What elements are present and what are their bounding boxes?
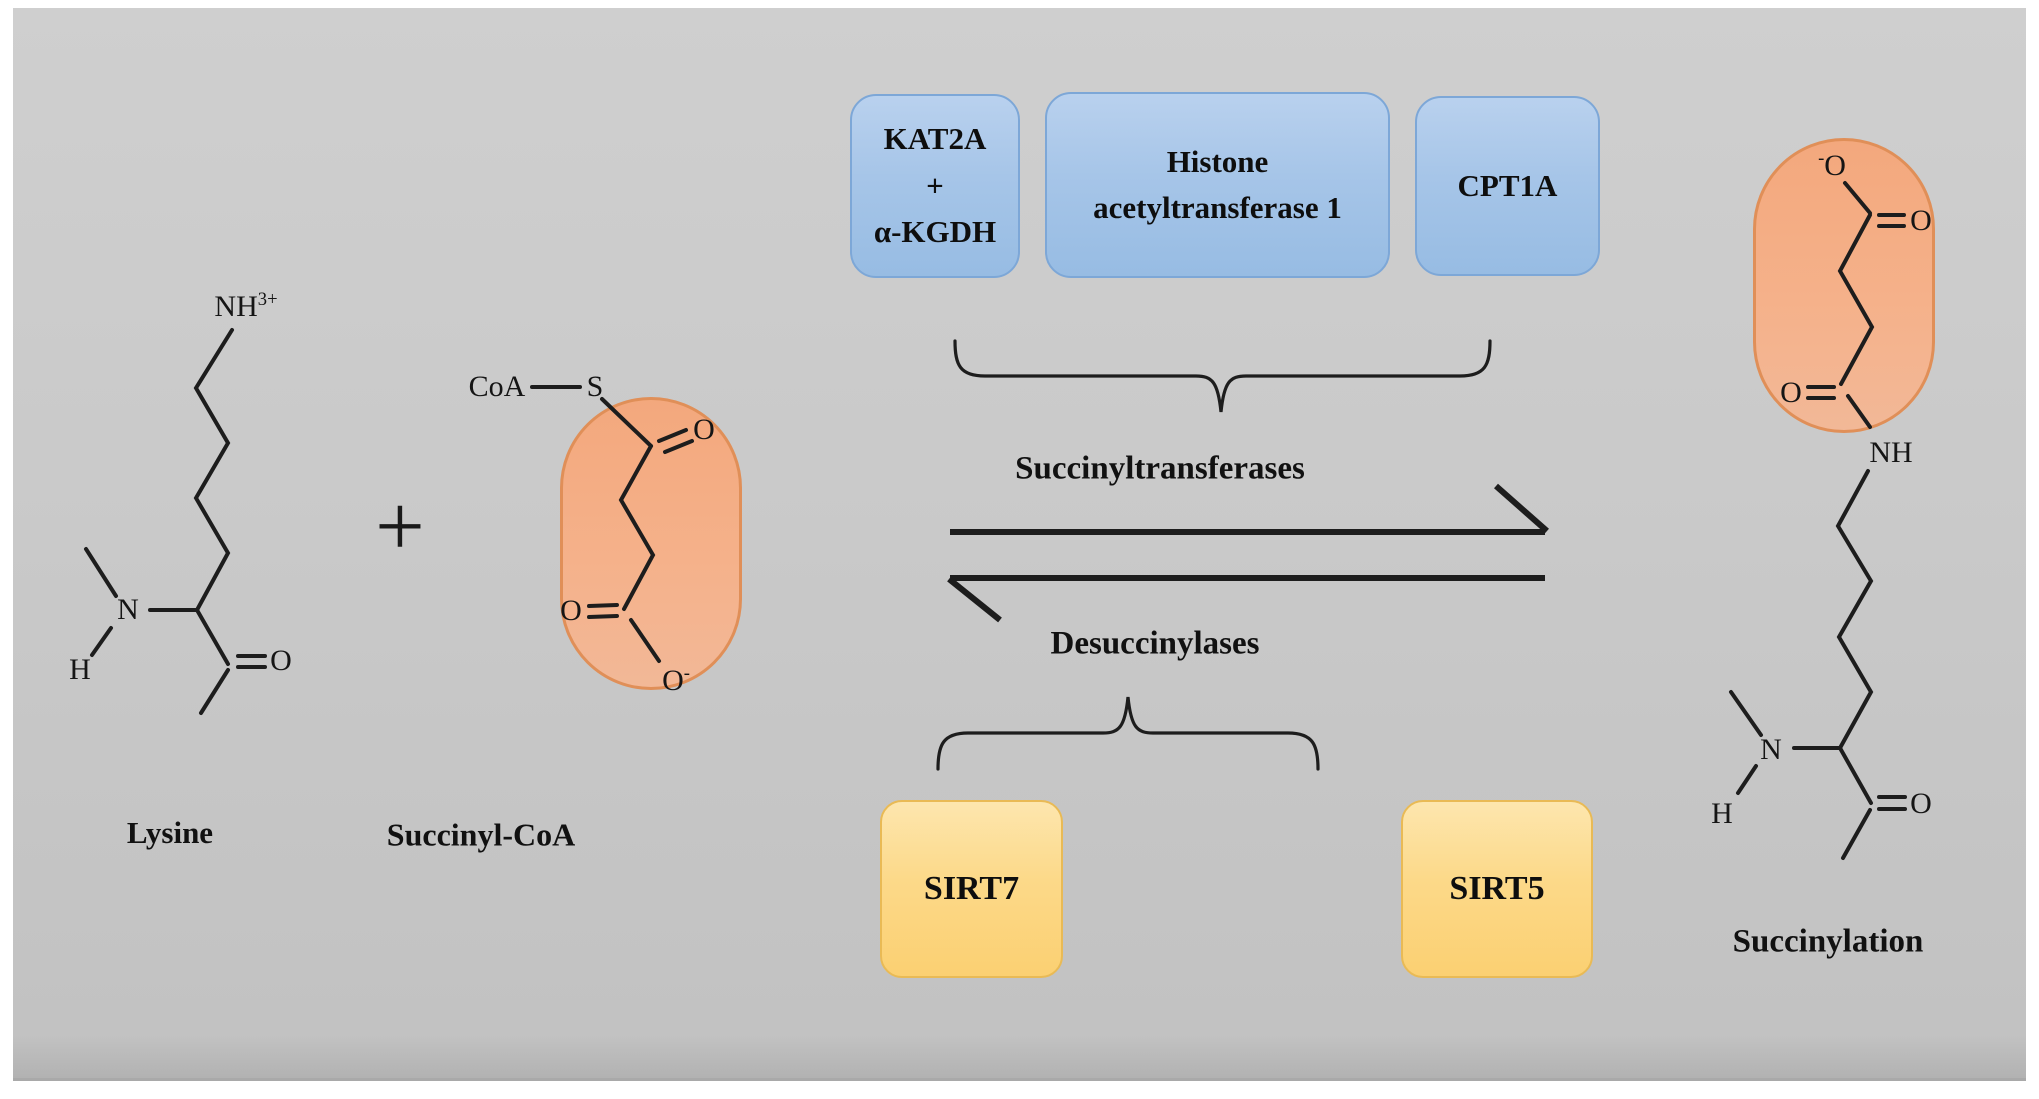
hat1-line1: Histone — [1166, 143, 1269, 179]
sulfur-atom: S — [586, 370, 604, 403]
lysine-amine-nh: NH — [214, 290, 258, 323]
enzyme-box-cpt1a: CPT1A — [1415, 96, 1600, 276]
product-carboxyl-o: O — [1910, 204, 1932, 237]
product-bonds — [1729, 181, 1907, 860]
product-backbone-h: H — [1711, 797, 1733, 830]
succinyl-coa-label: Succinyl-CoA — [386, 816, 576, 853]
kat2a-line1: KAT2A — [883, 121, 987, 157]
succinyl-group-highlight-right — [1753, 138, 1935, 433]
hat1-line2: acetyltransferase 1 — [1093, 190, 1342, 225]
product-carboxylate-o-letter: O — [1824, 149, 1846, 182]
desuccinylases-brace — [936, 696, 1320, 771]
product-carboxylate-charge: - — [1818, 148, 1825, 169]
succinyl-carboxyl-o: O — [560, 594, 582, 627]
lysine-amine-charge: 3+ — [257, 289, 278, 310]
lysine-amine-group: NH3+ — [214, 290, 277, 324]
succinyl-thioester-o: O — [693, 413, 715, 446]
enzyme-box-histone-acetyltransferase-1: Histone acetyltransferase 1 — [1045, 92, 1390, 278]
cpt1a-label: CPT1A — [1457, 167, 1558, 203]
product-amide-o: O — [1780, 376, 1802, 409]
reverse-arrow — [947, 575, 1545, 623]
product-backbone-n: N — [1760, 733, 1782, 766]
succinyl-carboxylate-o-letter: O — [662, 664, 684, 697]
forward-arrow — [950, 483, 1549, 535]
succinyl-coa-bonds — [530, 385, 694, 663]
enzyme-box-kat2a-akgdh: KAT2A + α-KGDH — [850, 94, 1020, 278]
product-amide-nh: NH — [1869, 436, 1913, 469]
sirt5-label: SIRT5 — [1449, 870, 1545, 907]
kat2a-line3: α-KGDH — [873, 214, 997, 250]
desuccinylases-label: Desuccinylases — [1050, 625, 1260, 662]
succinyl-carboxylate-o: O- — [662, 664, 690, 698]
succinylation-label: Succinylation — [1732, 923, 1924, 960]
coa-label: CoA — [468, 370, 526, 403]
succinyltransferases-label: Succinyltransferases — [1015, 450, 1305, 487]
lysine-bonds — [84, 328, 267, 715]
product-carboxylate-o: -O — [1818, 149, 1846, 183]
lysine-backbone-h: H — [69, 653, 91, 686]
sirt7-label: SIRT7 — [923, 870, 1020, 907]
plus-sign: + — [375, 478, 425, 576]
succinyl-carboxylate-charge: - — [683, 663, 690, 684]
lysine-backbone-n: N — [117, 593, 139, 626]
enzyme-box-sirt7: SIRT7 — [880, 800, 1063, 978]
lysine-label: Lysine — [126, 815, 214, 850]
enzyme-box-sirt5: SIRT5 — [1401, 800, 1593, 978]
lysine-carbonyl-o: O — [270, 644, 292, 677]
kat2a-line2: + — [926, 167, 944, 203]
product-carbonyl-o: O — [1910, 787, 1932, 820]
succinyltransferases-brace — [953, 339, 1492, 413]
